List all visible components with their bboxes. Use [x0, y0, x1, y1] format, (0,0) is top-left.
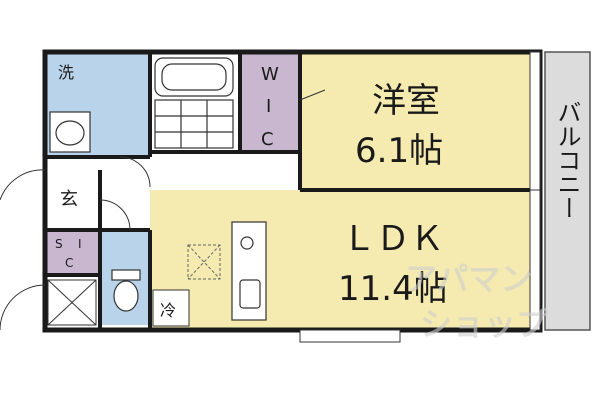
kitchen-counter	[231, 221, 267, 321]
wic-letter-1: W	[261, 64, 279, 85]
balcony-outline	[544, 51, 591, 331]
balcony-label: バルコニー	[553, 100, 581, 220]
windows	[299, 51, 541, 343]
sic-label: S I C	[55, 237, 82, 270]
watermark-line1: アパマン	[405, 260, 532, 298]
ldk-floor	[150, 190, 540, 330]
wic-label: W I C	[261, 64, 279, 150]
toilet	[111, 269, 141, 312]
entrance-label: 玄	[60, 189, 78, 210]
western-room-size: 6.1帖	[355, 131, 443, 171]
sic-letter-2: I	[78, 237, 82, 251]
entrance-floor	[45, 170, 100, 230]
sic-floor	[45, 230, 100, 275]
wic-letter-3: C	[261, 129, 274, 150]
sic-letter-3: C	[65, 256, 73, 270]
interior-walls	[45, 52, 540, 330]
western-room-name: 洋室	[372, 81, 440, 121]
range-hood	[187, 244, 221, 280]
washbasin	[49, 111, 91, 153]
fridge-space	[152, 289, 190, 327]
wic-letter-2: I	[266, 96, 271, 117]
wic-floor	[240, 52, 300, 152]
fridge-label: 冷	[160, 301, 176, 320]
balcony-floor	[545, 52, 590, 330]
western-room-floor	[300, 52, 540, 192]
laundry-label: 洗	[58, 63, 74, 82]
ldk-name: ＬＤＫ	[342, 219, 444, 259]
shoe-storage	[47, 279, 97, 326]
doors	[0, 89, 326, 331]
sic-letter-1: S	[55, 237, 63, 251]
ldk-size: 11.4帖	[338, 269, 448, 309]
watermark-line2: ショップ	[420, 305, 549, 343]
bathtub	[154, 57, 234, 149]
